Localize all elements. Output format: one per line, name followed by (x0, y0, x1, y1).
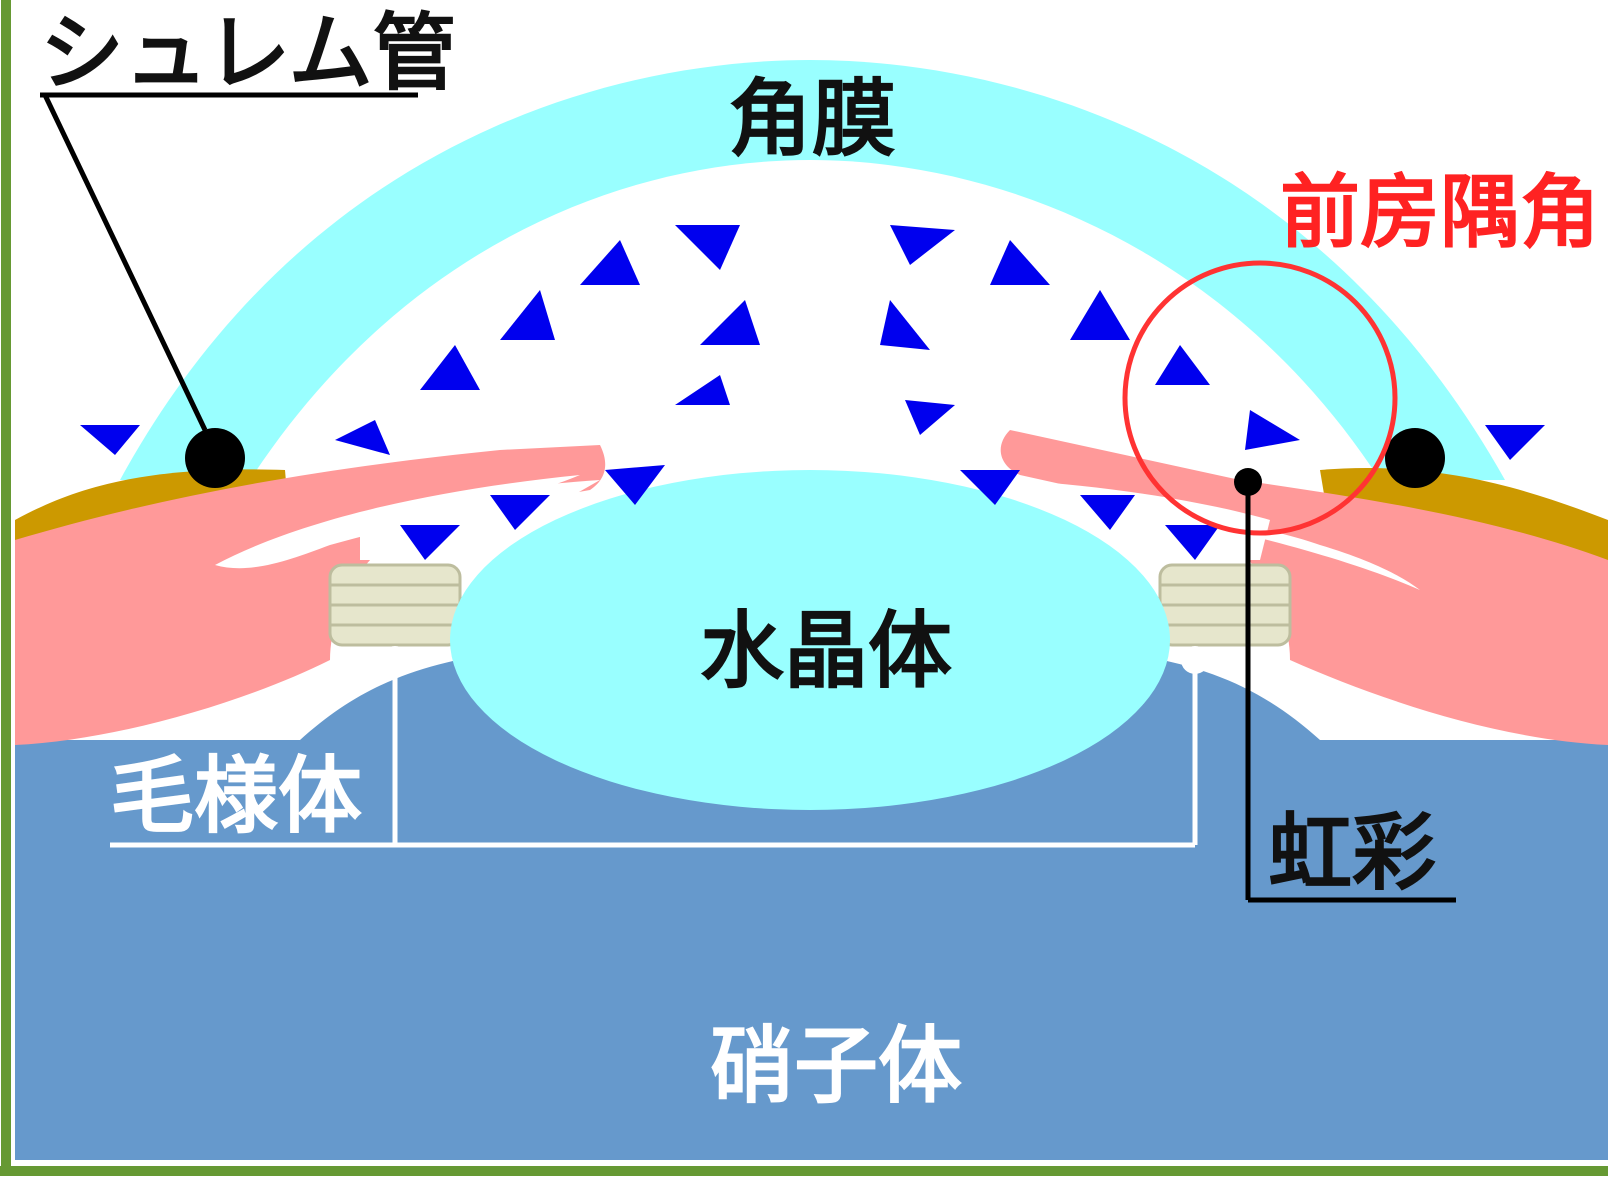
label-cornea: 角膜 (728, 70, 896, 168)
triangle-arrow-icon (400, 525, 460, 560)
triangle-arrow-icon (960, 470, 1020, 505)
triangle-arrow-icon (880, 300, 930, 350)
aqueous-flow-arrows (80, 225, 1545, 560)
triangle-arrow-icon (890, 225, 955, 265)
ciliary-leader (110, 660, 1198, 848)
triangle-arrow-icon (1080, 495, 1135, 530)
triangle-arrow-icon (490, 495, 550, 530)
label-iris: 虹彩 (1268, 804, 1436, 902)
triangle-arrow-icon (580, 240, 640, 285)
triangle-arrow-icon (500, 290, 555, 340)
label-anterior-chamber-angle: 前房隅角 (1280, 166, 1600, 259)
vitreous-lower (15, 740, 1608, 1160)
ciliary-leader-dot-left (381, 646, 409, 674)
anterior-chamber (250, 160, 1380, 480)
lens (450, 470, 1170, 810)
schlemm-canal-left-marker (185, 428, 245, 488)
ciliary-body-right (1000, 430, 1608, 745)
triangle-arrow-icon (1070, 290, 1130, 340)
anterior-chamber-angle-circle (1122, 260, 1398, 536)
triangle-arrow-icon (990, 240, 1050, 285)
label-lens: 水晶体 (700, 602, 952, 700)
iris-leader (1245, 482, 1456, 903)
triangle-arrow-icon (905, 400, 955, 435)
zonule-left (328, 563, 462, 647)
triangle-arrow-icon (1165, 525, 1220, 560)
ciliary-leader-dot-right (1181, 646, 1209, 674)
triangle-arrow-icon (1485, 425, 1545, 460)
schlemm-canal-right-marker (1385, 428, 1445, 488)
triangle-arrow-icon (80, 425, 140, 455)
schlemm-leader (40, 92, 418, 432)
label-ciliary-body: 毛様体 (110, 747, 362, 845)
triangle-arrow-icon (675, 375, 730, 405)
ciliary-body-left (15, 445, 606, 745)
zonule-right (1158, 563, 1292, 647)
triangle-arrow-icon (605, 465, 665, 505)
triangle-arrow-icon (420, 345, 480, 390)
triangle-arrow-icon (1245, 410, 1300, 450)
triangle-arrow-icon (675, 225, 740, 270)
triangle-arrow-icon (1155, 345, 1210, 385)
iris-leader-dot (1234, 468, 1262, 496)
label-schlemm-canal: シュレム管 (40, 4, 457, 102)
triangle-arrow-icon (335, 420, 390, 455)
triangle-arrow-icon (700, 300, 760, 345)
label-vitreous-body: 硝子体 (710, 1017, 962, 1115)
